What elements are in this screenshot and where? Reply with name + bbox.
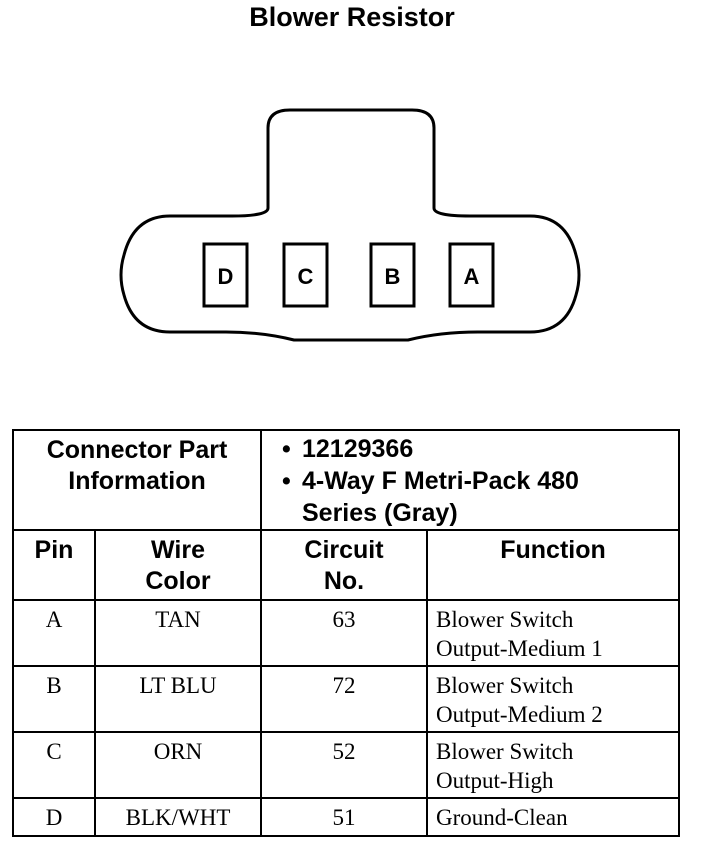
table-row: D BLK/WHT 51 Ground-Clean [12,797,680,837]
cell-function: Blower Switch Output-Medium 2 [426,665,680,733]
cell-function: Ground-Clean [426,797,680,837]
cell-circuit: 63 [260,599,428,667]
pin-cavity-d: D [202,242,249,308]
cell-wire-color: BLK/WHT [94,797,262,837]
header-pin: Pin [12,529,96,601]
part-series-line: Series (Gray) [302,499,458,527]
connector-part-info: •12129366 •4-Way F Metri-Pack 480 Series… [260,429,680,531]
cell-pin: B [12,665,96,733]
cell-function: Blower Switch Output-High [426,731,680,799]
part-description-line: •4-Way F Metri-Pack 480 [282,467,579,495]
pin-cavity-b: B [369,242,416,308]
cell-wire-color: ORN [94,731,262,799]
connector-part-row: Connector Part Information •12129366 •4-… [12,429,680,531]
connector-face-diagram: D C B A [119,108,581,342]
pin-label-d: D [218,264,234,289]
header-wire-color: Wire Color [94,529,262,601]
header-function: Function [426,529,680,601]
pin-cavity-a: A [448,242,495,308]
table-row: C ORN 52 Blower Switch Output-High [12,731,680,799]
cell-pin: C [12,731,96,799]
cell-pin: A [12,599,96,667]
cell-wire-color: LT BLU [94,665,262,733]
pin-label-b: B [385,264,401,289]
cell-circuit: 52 [260,731,428,799]
table-row: B LT BLU 72 Blower Switch Output-Medium … [12,665,680,733]
connector-part-label: Connector Part Information [12,429,262,531]
cell-circuit: 72 [260,665,428,733]
connector-info-table: Connector Part Information •12129366 •4-… [12,429,680,837]
part-number-line: •12129366 [282,435,414,463]
header-circuit-no: Circuit No. [260,529,428,601]
connector-outline [119,108,581,342]
cell-circuit: 51 [260,797,428,837]
pin-label-c: C [298,264,314,289]
diagram-title: Blower Resistor [249,2,455,32]
cell-wire-color: TAN [94,599,262,667]
pin-cavity-c: C [282,242,329,308]
pin-label-a: A [464,264,480,289]
table-row: A TAN 63 Blower Switch Output-Medium 1 [12,599,680,667]
column-header-row: Pin Wire Color Circuit No. Function [12,529,680,601]
cell-pin: D [12,797,96,837]
cell-function: Blower Switch Output-Medium 1 [426,599,680,667]
